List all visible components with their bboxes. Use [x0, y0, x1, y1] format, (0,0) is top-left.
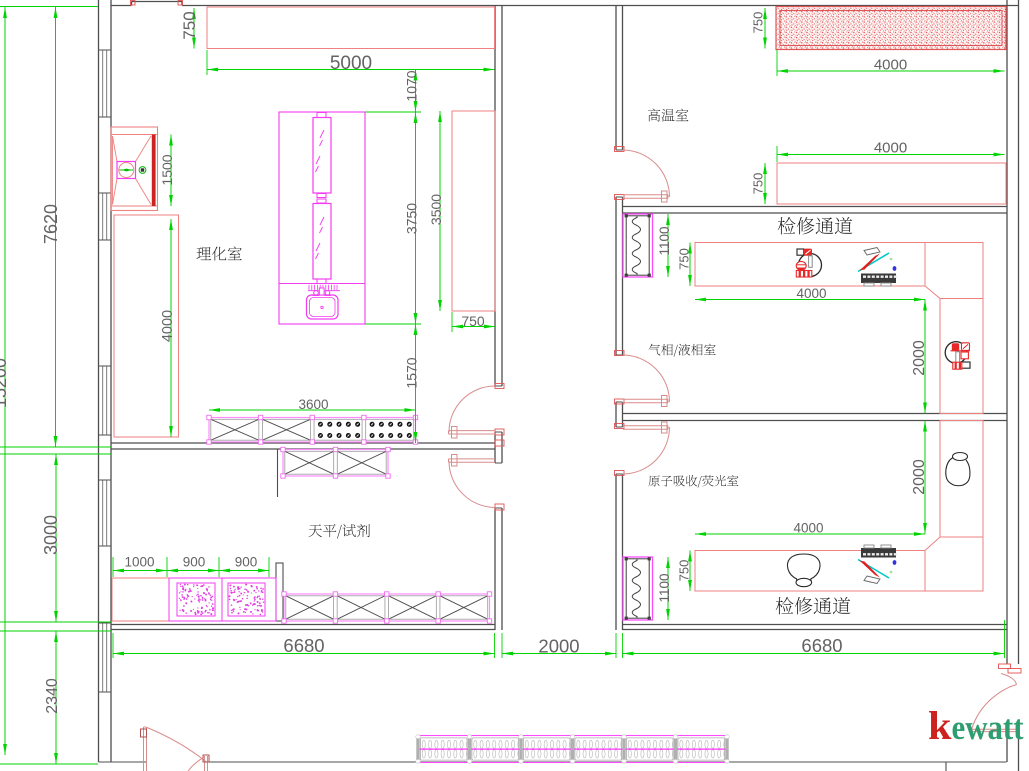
svg-text:750: 750 — [751, 12, 766, 34]
svg-text:4000: 4000 — [793, 521, 823, 536]
svg-text:6680: 6680 — [283, 635, 324, 656]
svg-text:4000: 4000 — [874, 140, 907, 157]
svg-text:2000: 2000 — [911, 459, 928, 495]
svg-text:900: 900 — [235, 555, 258, 570]
svg-text:1500: 1500 — [159, 154, 175, 185]
svg-text:5000: 5000 — [330, 53, 372, 74]
svg-text:750: 750 — [461, 313, 485, 329]
svg-text:1100: 1100 — [657, 573, 672, 602]
svg-text:900: 900 — [183, 555, 206, 570]
svg-text:750: 750 — [676, 248, 691, 270]
svg-text:1000: 1000 — [124, 555, 154, 570]
svg-text:750: 750 — [180, 11, 199, 39]
svg-text:3600: 3600 — [298, 397, 328, 412]
svg-text:3500: 3500 — [428, 194, 444, 225]
svg-text:6680: 6680 — [801, 635, 842, 656]
svg-text:750: 750 — [751, 173, 766, 195]
svg-text:7620: 7620 — [41, 204, 61, 244]
svg-text:4000: 4000 — [160, 310, 176, 342]
svg-text:15200: 15200 — [0, 358, 10, 408]
svg-text:2340: 2340 — [44, 678, 61, 714]
svg-text:1100: 1100 — [657, 226, 672, 255]
svg-text:ewatt: ewatt — [952, 709, 1024, 747]
svg-text:3750: 3750 — [404, 203, 420, 234]
svg-text:2000: 2000 — [911, 340, 928, 376]
svg-text:4000: 4000 — [796, 286, 826, 301]
svg-text:4000: 4000 — [874, 56, 907, 73]
svg-text:2000: 2000 — [538, 636, 579, 657]
svg-text:1070: 1070 — [404, 70, 420, 101]
svg-text:750: 750 — [676, 560, 691, 582]
svg-text:1570: 1570 — [404, 357, 420, 388]
svg-text:3000: 3000 — [41, 515, 61, 555]
svg-text:k: k — [928, 703, 952, 748]
